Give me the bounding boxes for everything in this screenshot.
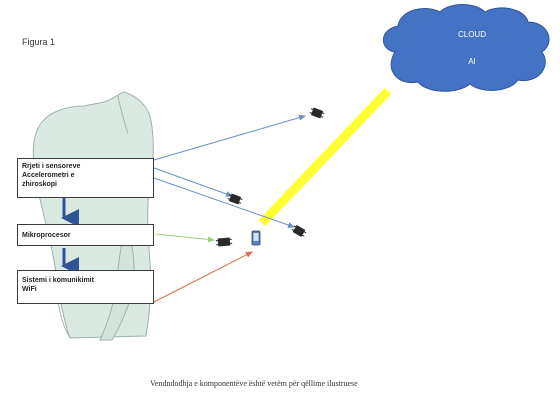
chip-icon [215, 237, 233, 247]
chip-icon [309, 107, 325, 119]
cloud-link-beam [258, 87, 392, 227]
cloud-label: CLOUD [457, 30, 486, 39]
communication-system-box: Sistemi i komunikimit WiFi [17, 270, 154, 304]
box-label-line: zhiroskopi [22, 181, 58, 188]
box-label-line: Sistemi i komunikimit [22, 277, 94, 284]
cloud-shape [382, 4, 550, 92]
box-label-line: WiFi [22, 286, 37, 293]
phone-icon [251, 230, 261, 246]
figure-title: Figura 1 [22, 37, 56, 47]
connector-sensor-top [153, 114, 306, 161]
chip-icon [227, 193, 243, 205]
microprocessor-box: Mikroprocesor [17, 224, 154, 246]
connector-sensor-mid [153, 167, 233, 197]
connector-sensor-low [153, 177, 295, 228]
connector-wifi [153, 251, 253, 303]
box-label-line: Mikroprocesor [22, 232, 71, 239]
cloud-sublabel: AI [468, 57, 476, 66]
sensor-network-box: Rrjeti i sensoreve Accelerometri e zhiro… [17, 158, 154, 198]
box-label-line: Rrjeti i sensoreve [22, 163, 81, 170]
connector-microprocessor [155, 233, 215, 243]
figure-caption: Vendndodhja e komponentëve është vetëm p… [150, 379, 358, 388]
torso-neckline [117, 95, 129, 135]
box-label-line: Accelerometri e [22, 172, 75, 179]
chip-icon [291, 225, 307, 237]
